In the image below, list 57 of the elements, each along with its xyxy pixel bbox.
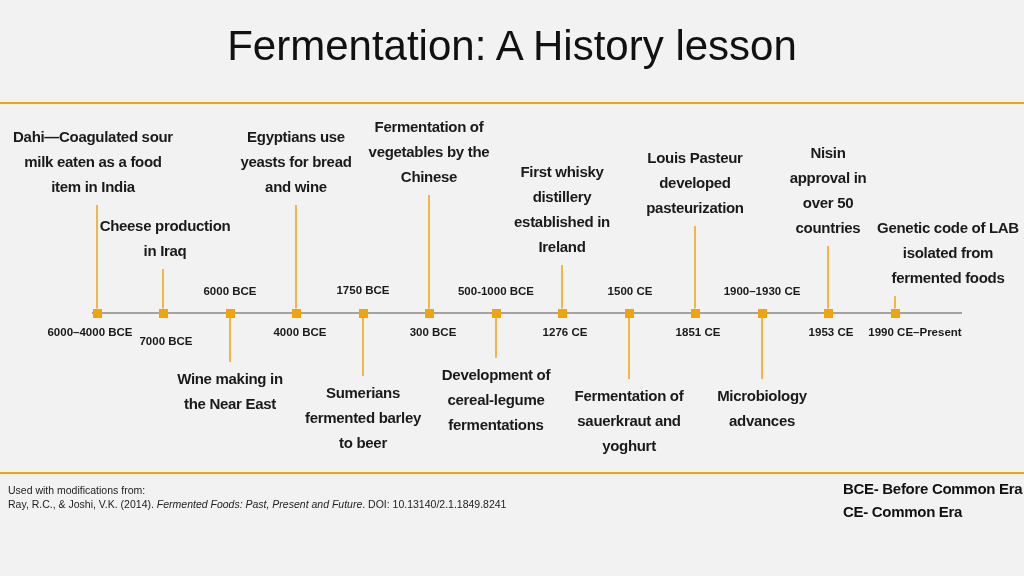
date-label: 7000 BCE <box>139 335 193 347</box>
event-text: Genetic code of LAB isolated from fermented foods <box>873 215 1023 290</box>
date-label: 1990 CE–Present <box>868 326 962 338</box>
timeline-marker <box>291 308 301 318</box>
event-text: Sumerians fermented barley to beer <box>298 380 428 455</box>
event-text: Louis Pasteur developed pasteurization <box>635 145 755 220</box>
timeline-marker <box>358 308 368 318</box>
date-label: 1500 CE <box>607 285 653 297</box>
timeline-marker <box>557 308 567 318</box>
leader-line <box>628 316 630 380</box>
timeline-marker <box>225 308 235 318</box>
citation: Ray, R.C., & Joshi, V.K. (2014). Fermented Foods: Past, Present and Future. DOI: 10.13140/2.1.1849.8241 <box>8 498 507 510</box>
leader-line <box>894 295 896 310</box>
date-label: 6000–4000 BCE <box>47 326 133 338</box>
event-text: Fermentation of vegetables by the Chinese <box>364 114 494 189</box>
timeline-marker <box>491 308 501 318</box>
leader-line <box>761 316 763 380</box>
date-label: 1750 BCE <box>336 284 390 296</box>
event-text: Wine making in the Near East <box>165 366 295 416</box>
date-label: 1851 CE <box>675 326 721 338</box>
date-label: 4000 BCE <box>273 326 327 338</box>
leader-line <box>295 204 297 310</box>
leader-line <box>827 245 829 310</box>
date-label: 1953 CE <box>808 326 854 338</box>
date-label: 1276 CE <box>542 326 588 338</box>
leader-line <box>162 268 164 310</box>
timeline-marker <box>890 308 900 318</box>
leader-line <box>428 194 430 310</box>
timeline-marker <box>92 308 102 318</box>
timeline-marker <box>690 308 700 318</box>
abbreviation-note: CE- Common Era <box>843 503 963 520</box>
event-text: Microbiology advances <box>704 383 820 433</box>
source-note: Used with modifications from: <box>8 484 146 496</box>
leader-line <box>495 316 497 359</box>
event-text: Development of cereal-legume fermentations <box>433 362 559 437</box>
date-label: 1900–1930 CE <box>723 285 801 297</box>
title: Fermentation: A History lesson <box>226 22 798 70</box>
timeline-marker <box>757 308 767 318</box>
date-label: 6000 BCE <box>203 285 257 297</box>
leader-line <box>561 264 563 310</box>
event-text: Egyptians use yeasts for bread and wine <box>231 124 361 199</box>
timeline-marker <box>823 308 833 318</box>
event-text: Cheese production in Iraq <box>95 213 235 263</box>
date-label: 500-1000 BCE <box>457 285 535 297</box>
leader-line <box>694 225 696 310</box>
event-text: Nisin approval in over 50 countries <box>785 140 871 240</box>
abbreviation-note: BCE- Before Common Era <box>843 480 1023 497</box>
date-label: 300 BCE <box>409 326 457 338</box>
timeline-marker <box>624 308 634 318</box>
event-text: Fermentation of sauerkraut and yoghurt <box>571 383 687 458</box>
timeline-marker <box>424 308 434 318</box>
leader-line <box>96 204 98 310</box>
timeline-marker <box>158 308 168 318</box>
event-text: First whisky distillery established in Ireland <box>504 159 620 259</box>
leader-line <box>362 316 364 377</box>
event-text: Dahi—Coagulated sour milk eaten as a food item in India <box>13 124 173 199</box>
leader-line <box>229 316 231 363</box>
